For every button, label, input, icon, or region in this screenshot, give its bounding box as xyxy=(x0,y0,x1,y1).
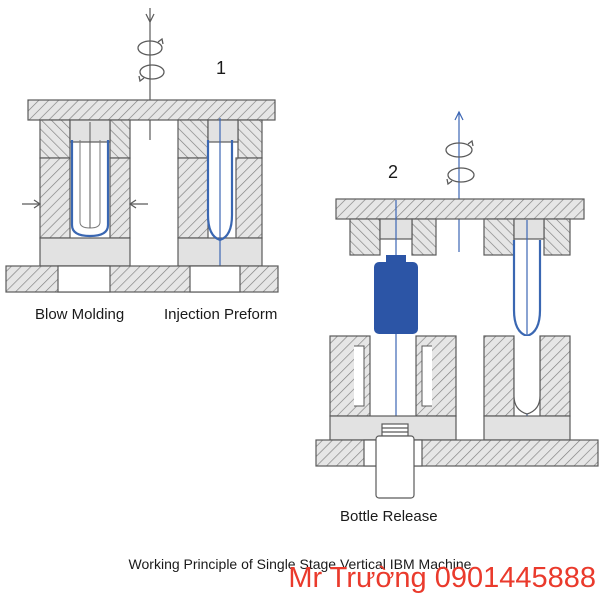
blown-bottle xyxy=(374,255,418,334)
blow-molding-label: Blow Molding xyxy=(35,306,125,323)
step-2-label: 2 xyxy=(388,162,399,182)
diagram-caption: Working Principle of Single Stage Vertic… xyxy=(128,556,472,572)
station-2 xyxy=(315,110,599,499)
base-plate-2 xyxy=(315,439,599,467)
blow-preform xyxy=(70,140,110,238)
rotation-icon xyxy=(445,139,475,186)
injection-preform-label: Injection Preform xyxy=(164,306,278,323)
step-1-label: 1 xyxy=(216,58,227,78)
top-platen-2 xyxy=(335,198,585,220)
released-bottle xyxy=(375,423,415,499)
station-1 xyxy=(5,8,279,293)
rotation-icon xyxy=(137,37,165,83)
bottle-release-label: Bottle Release xyxy=(340,508,438,525)
watermark-text: Mr Trường 0901445888 xyxy=(288,562,596,594)
top-platen-1 xyxy=(27,99,276,121)
